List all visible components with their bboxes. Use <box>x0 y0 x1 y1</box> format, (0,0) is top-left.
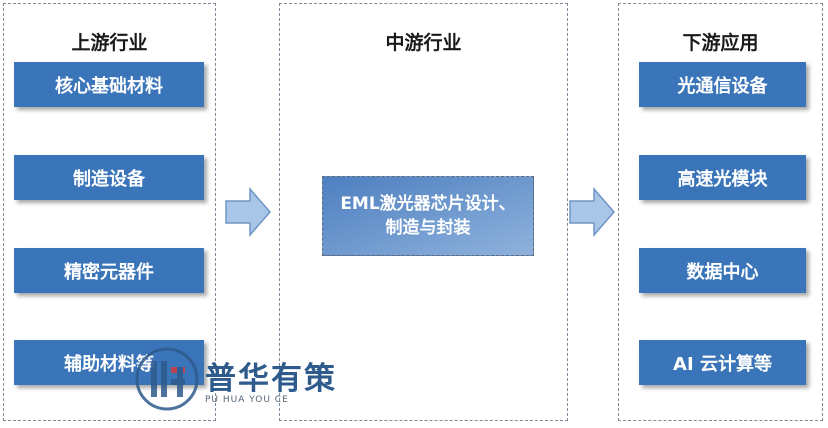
downstream-item-ai-cloud: AI 云计算等 <box>639 340 806 385</box>
upstream-item-equipment: 制造设备 <box>14 155 204 200</box>
upstream-item-materials: 核心基础材料 <box>14 62 204 107</box>
company-logo-icon <box>135 347 199 411</box>
flow-arrow-right-icon <box>569 186 615 238</box>
midstream-title: 中游行业 <box>385 32 462 54</box>
watermark-logo: 普华有策 PU HUA YOU CE <box>133 343 363 415</box>
midstream-core-box: EML激光器芯片设计、 制造与封装 <box>322 176 534 256</box>
flow-arrow-right-icon <box>225 186 271 238</box>
watermark-name-cn: 普华有策 <box>205 361 337 397</box>
downstream-item-optical-module: 高速光模块 <box>639 155 806 200</box>
midstream-panel: 中游行业 EML激光器芯片设计、 制造与封装 <box>279 3 568 421</box>
downstream-panel: 下游应用 光通信设备 高速光模块 数据中心 AI 云计算等 <box>618 3 823 421</box>
upstream-panel: 上游行业 核心基础材料 制造设备 精密元器件 辅助材料等 <box>3 3 216 421</box>
downstream-item-datacenter: 数据中心 <box>639 248 806 293</box>
midstream-core-line2: 制造与封装 <box>385 218 471 238</box>
upstream-item-components: 精密元器件 <box>14 248 204 293</box>
upstream-item-auxiliary: 辅助材料等 <box>14 340 204 385</box>
watermark-name-en: PU HUA YOU CE <box>205 395 289 405</box>
downstream-item-optical-comm: 光通信设备 <box>639 62 806 107</box>
upstream-title: 上游行业 <box>71 32 148 54</box>
downstream-title: 下游应用 <box>682 32 759 54</box>
midstream-core-line1: EML激光器芯片设计、 <box>340 194 516 214</box>
